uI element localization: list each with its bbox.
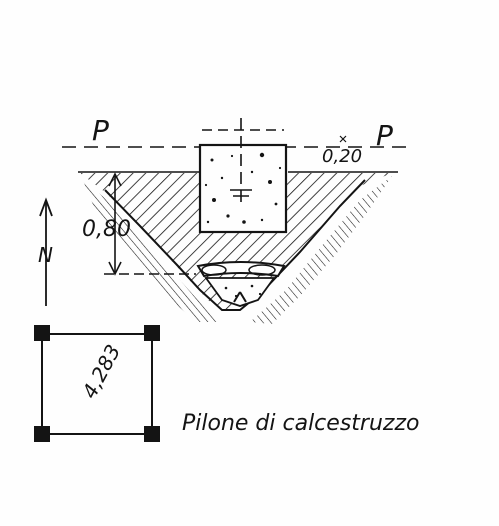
soil-outer-left <box>82 178 222 322</box>
plan-diagonal-label: 4,283 <box>77 341 125 403</box>
drain-arrow <box>233 291 247 303</box>
ground-symbol <box>230 189 252 197</box>
depth-arrow-top <box>108 172 122 187</box>
soil-outer-right <box>250 176 392 324</box>
plan-corner-tr <box>144 325 160 341</box>
ground-label-right: P <box>376 119 393 152</box>
plan-corner-br <box>144 426 160 442</box>
concrete-stipple <box>204 152 282 224</box>
gravel-dots <box>224 284 262 298</box>
plan-square <box>41 333 153 435</box>
excavation-outline <box>104 179 366 311</box>
ground-label-left: P <box>92 114 109 147</box>
depth-arrow-bottom <box>108 261 122 276</box>
north-label: N <box>38 243 53 267</box>
offset-tick <box>339 135 347 143</box>
drawing-caption: Pilone di calcestruzzo <box>182 411 419 436</box>
plan-corner-bl <box>34 426 50 442</box>
stone-1 <box>201 264 227 276</box>
north-arrow-head <box>39 197 53 217</box>
stone-2 <box>248 264 276 276</box>
depth-label: 0,80 <box>82 217 131 242</box>
offset-label: 0,20 <box>322 146 362 167</box>
plan-corner-tl <box>34 325 50 341</box>
excavation-hatch <box>80 173 392 312</box>
concrete-pylon <box>198 143 288 234</box>
